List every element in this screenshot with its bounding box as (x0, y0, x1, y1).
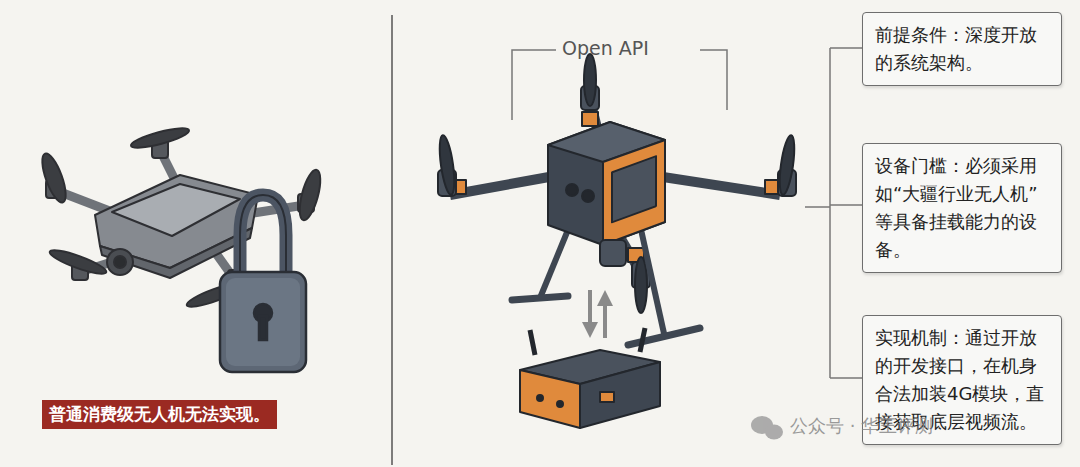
enterprise-drone-part (635, 257, 647, 313)
consumer-drone-part (112, 184, 240, 236)
4g-module-part (580, 362, 660, 428)
watermark-icon (751, 416, 783, 440)
callout-box: 前提条件：深度开放的系统架构。 (862, 12, 1062, 86)
4g-module-part (557, 401, 563, 407)
leader-lines-part (829, 48, 831, 378)
padlock-icon-part (220, 272, 306, 372)
4g-module-part (520, 370, 580, 428)
divider-line (391, 15, 393, 465)
enterprise-drone-part (603, 140, 665, 245)
leader-lines-part (830, 377, 862, 379)
transfer-arrows-part (582, 322, 598, 338)
enterprise-drone-part (582, 190, 594, 202)
4g-module-part (530, 330, 535, 355)
enterprise-drone-part (600, 240, 626, 266)
box-text: 前提条件：深度开放的系统架构。 (875, 21, 1049, 77)
padlock-icon-part (240, 195, 286, 280)
api-label: Open API (562, 37, 649, 59)
4g-module-part (537, 395, 543, 401)
enterprise-drone-part (437, 134, 457, 195)
consumer-drone-part (296, 168, 325, 222)
enterprise-drone-part (566, 184, 578, 196)
box-text: 设备门槛：必须采用如“大疆行业无人机”等具备挂载能力的设备。 (875, 152, 1049, 264)
leader-lines-part (830, 204, 862, 206)
transfer-arrows-part (597, 290, 613, 306)
padlock-icon-part (226, 278, 300, 366)
enterprise-drone-part (582, 112, 598, 126)
leader-lines-part (830, 47, 862, 49)
transfer-arrows (582, 290, 613, 338)
api-bracket-part (700, 50, 727, 110)
callout-box: 设备门槛：必须采用如“大疆行业无人机”等具备挂载能力的设备。 (862, 143, 1062, 273)
padlock-icon-part (240, 195, 286, 280)
warning-tag: 普通消费级无人机无法实现。 (42, 400, 277, 429)
enterprise-drone (437, 54, 797, 345)
transfer-arrows-part (588, 290, 592, 325)
consumer-drone-part (129, 124, 190, 151)
api-bracket (512, 50, 727, 120)
api-bracket-part (512, 50, 556, 120)
leader-lines (805, 48, 862, 378)
box-text: 普通消费级无人机无法实现。 (49, 402, 270, 427)
enterprise-drone-part (512, 296, 568, 300)
leader-lines-part (805, 206, 830, 208)
consumer-drone-part (114, 256, 126, 268)
watermark: 公众号 · 华王评测 (790, 414, 933, 438)
enterprise-drone-part (628, 328, 700, 345)
watermark-icon-part (765, 425, 783, 440)
4g-module-part (600, 392, 614, 402)
consumer-drone-part (107, 249, 133, 275)
enterprise-drone-part (584, 54, 596, 106)
padlock-icon (220, 195, 306, 372)
consumer-drone-part (38, 151, 71, 205)
padlock-icon-part (259, 316, 267, 340)
enterprise-drone-part (540, 225, 570, 298)
enterprise-drone-part (640, 225, 665, 338)
enterprise-drone-part (650, 175, 780, 195)
enterprise-drone-part (450, 175, 560, 195)
enterprise-drone-part (777, 134, 797, 195)
enterprise-drone-part (612, 156, 656, 222)
4g-module (520, 328, 660, 428)
enterprise-drone-part (548, 122, 665, 245)
transfer-arrows-part (603, 303, 607, 338)
4g-module-part (640, 328, 645, 352)
consumer-drone-part (48, 246, 108, 278)
